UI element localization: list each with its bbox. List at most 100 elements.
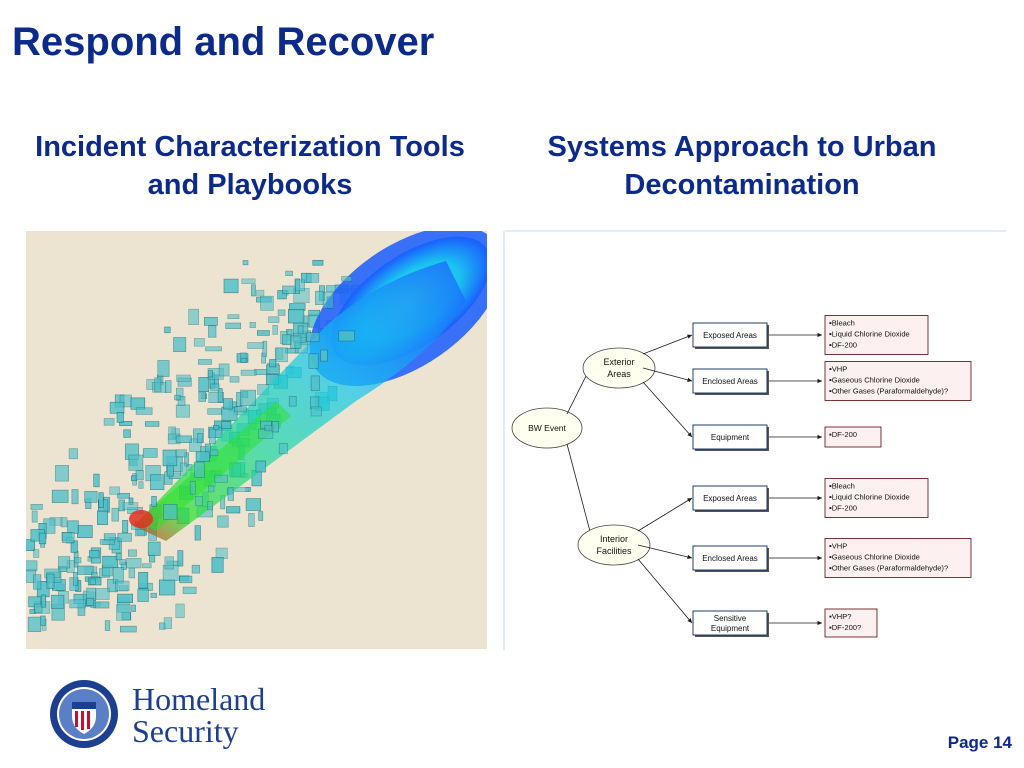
building-block <box>51 489 69 503</box>
agent-item: ▪Gaseous Chlorine Dioxide <box>829 553 920 562</box>
building-block <box>177 396 186 406</box>
building-block <box>285 270 293 276</box>
building-block <box>84 491 98 503</box>
building-block <box>104 620 111 631</box>
building-block <box>119 559 126 565</box>
building-block <box>137 588 149 602</box>
category-label: Exposed Areas <box>703 331 757 340</box>
arrowhead <box>817 555 822 561</box>
building-block <box>109 486 120 495</box>
building-block <box>173 337 187 352</box>
arrowhead <box>687 498 692 503</box>
building-block <box>207 408 222 415</box>
building-block <box>227 314 240 319</box>
building-block <box>98 492 104 508</box>
building-block <box>310 406 322 417</box>
building-block <box>26 539 36 552</box>
building-block <box>27 616 42 632</box>
building-block <box>128 549 137 557</box>
building-block <box>208 392 225 404</box>
building-block <box>103 418 115 426</box>
building-block <box>290 335 302 349</box>
building-block <box>26 560 38 572</box>
building-block <box>223 278 239 294</box>
category-box <box>692 610 768 636</box>
agent-item: ▪Bleach <box>829 319 855 328</box>
building-block <box>177 550 184 567</box>
building-block <box>214 474 229 483</box>
building-block <box>116 604 131 621</box>
category-box <box>692 322 768 348</box>
agent-item: ▪Gaseous Chlorine Dioxide <box>829 376 920 385</box>
category-label: Enclosed Areas <box>702 554 758 563</box>
building-block <box>138 572 149 589</box>
agent-item: ▪Bleach <box>829 482 855 491</box>
building-block <box>338 330 355 342</box>
building-block <box>86 597 95 606</box>
building-block <box>154 377 162 393</box>
building-block <box>95 588 110 600</box>
plume-source-hotspot <box>129 510 153 528</box>
building-block <box>314 290 325 306</box>
logo-line-1: Homeland <box>132 681 265 717</box>
building-block <box>77 565 94 575</box>
category-box <box>692 545 768 571</box>
building-block <box>117 532 132 542</box>
building-block <box>277 309 286 316</box>
building-block <box>268 316 280 323</box>
building-block <box>174 394 181 401</box>
building-block <box>60 517 68 528</box>
agent-list-box <box>824 426 882 448</box>
building-block <box>278 443 288 455</box>
building-block <box>211 557 224 573</box>
agent-list-box <box>824 478 929 518</box>
building-block <box>213 425 220 430</box>
building-block <box>204 317 218 326</box>
building-block <box>73 572 78 586</box>
agent-item: ▪Liquid Chlorine Dioxide <box>829 493 910 502</box>
building-block <box>191 564 200 574</box>
category-box <box>692 424 768 450</box>
agent-list-box <box>824 538 972 578</box>
building-block <box>116 412 124 423</box>
building-block <box>207 370 213 378</box>
building-block <box>176 374 191 382</box>
building-block <box>251 284 256 297</box>
building-block <box>194 461 205 478</box>
building-block <box>240 369 257 376</box>
building-block <box>145 421 160 427</box>
building-block <box>269 359 277 368</box>
building-block <box>295 279 305 292</box>
building-block <box>46 573 55 589</box>
agent-list-box <box>824 315 929 355</box>
building-block <box>234 406 247 413</box>
group-node-label: Facilities <box>596 546 632 556</box>
connector-line <box>642 367 693 382</box>
building-block <box>58 556 71 569</box>
category-box <box>692 485 768 511</box>
building-block <box>208 485 215 493</box>
building-block <box>221 421 232 429</box>
building-block <box>198 359 212 365</box>
building-block <box>341 276 352 282</box>
building-block <box>120 625 137 633</box>
building-block <box>245 498 262 511</box>
building-block <box>175 404 190 418</box>
building-block <box>93 601 110 609</box>
building-block <box>151 496 157 507</box>
building-block <box>272 325 278 335</box>
building-block <box>55 465 69 482</box>
building-block <box>320 349 328 362</box>
building-block <box>175 449 187 458</box>
building-block <box>115 580 130 591</box>
building-block <box>142 563 152 569</box>
group-node-label: Areas <box>607 369 631 379</box>
building-block <box>175 603 185 618</box>
building-block <box>240 389 256 407</box>
building-block <box>119 421 133 426</box>
arrowhead <box>687 554 692 560</box>
building-block <box>135 407 153 415</box>
building-block <box>150 592 157 598</box>
building-block <box>131 604 136 612</box>
